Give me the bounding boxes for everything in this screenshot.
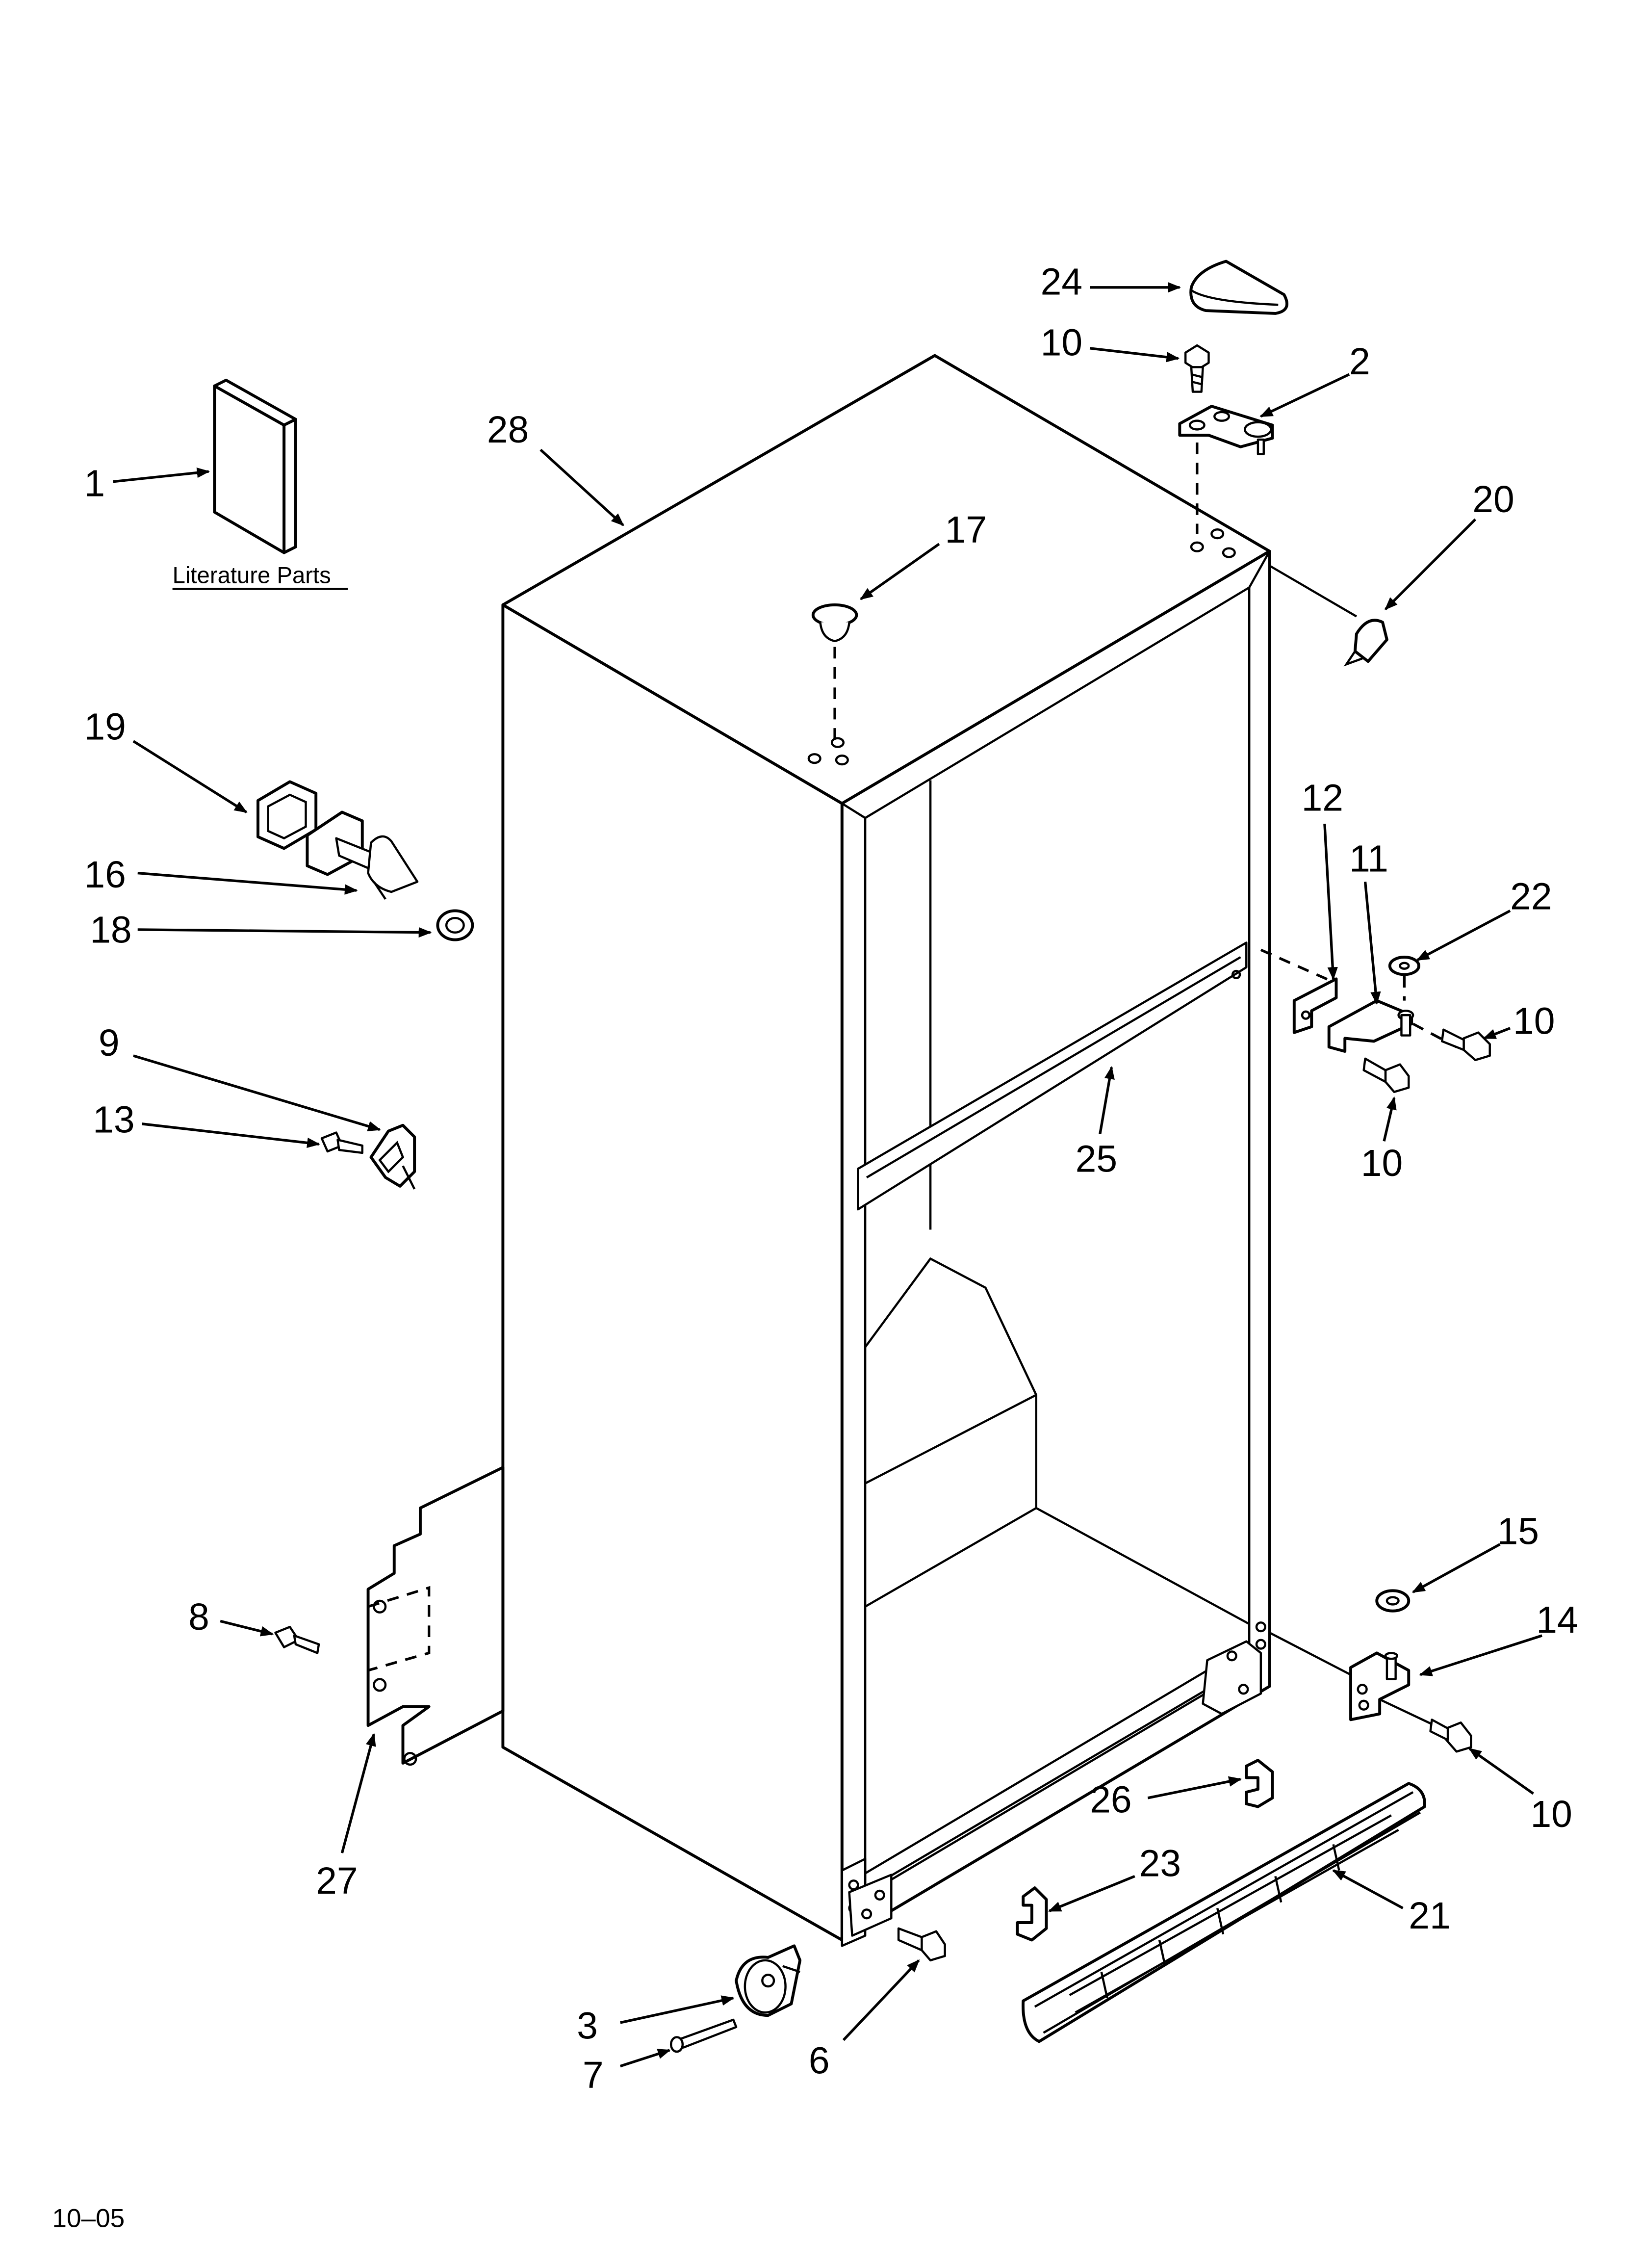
callout-24: 24: [1041, 261, 1082, 303]
callout-8: 8: [188, 1596, 209, 1638]
callout-18: 18: [90, 909, 131, 951]
callout-20: 20: [1472, 478, 1514, 521]
callout-6: 6: [809, 2039, 830, 2082]
door-clip: [369, 1123, 416, 1190]
back-plate-screw: [274, 1625, 320, 1654]
center-hinge-bracket: [1292, 977, 1338, 1034]
callout-25: 25: [1076, 1138, 1117, 1180]
literature-parts-label: Literature Parts: [173, 563, 331, 589]
callout-14: 14: [1536, 1599, 1578, 1641]
hinge-pin-cover: [1343, 619, 1388, 667]
callout-12: 12: [1302, 777, 1343, 819]
center-hinge: [1327, 999, 1414, 1053]
roller-wheel: [735, 1944, 802, 2017]
clip-screw: [320, 1131, 363, 1154]
footer-revision-code: 10–05: [52, 2204, 125, 2233]
top-plug: [811, 603, 858, 643]
top-hinge-screw: [1184, 344, 1210, 393]
back-plate: [366, 1466, 505, 1766]
roller-pin: [669, 2018, 738, 2053]
literature-book: [213, 378, 297, 554]
callout-9: 9: [99, 1022, 120, 1064]
callout-28: 28: [487, 409, 529, 451]
callout-10-mid-below: 10: [1361, 1142, 1403, 1184]
callout-10-mid-right: 10: [1513, 1000, 1555, 1043]
center-rail: [857, 941, 1248, 1211]
leader-lines: [113, 282, 1542, 2068]
base-grille: [1022, 1782, 1426, 2043]
callout-11: 11: [1349, 838, 1388, 880]
callout-1: 1: [84, 462, 105, 504]
handle-bracket: [306, 810, 419, 900]
bottom-hinge-washer: [1375, 1589, 1411, 1613]
grille-clip-right: [1245, 1759, 1274, 1808]
callout-23: 23: [1139, 1842, 1181, 1884]
callout-10-top: 10: [1041, 322, 1082, 364]
cabinet-body: [501, 354, 1271, 1947]
bottom-hinge: [1349, 1651, 1411, 1721]
callout-2: 2: [1349, 340, 1370, 383]
bushing: [436, 909, 474, 941]
center-hinge-washer: [1388, 956, 1420, 976]
center-hinge-screw-b: [1362, 1057, 1410, 1094]
callout-labels: 1 2 3 6 7 8 9 10 10 10 10 11 12 13 14 15…: [84, 261, 1578, 2096]
hinge-cover: [1189, 260, 1288, 315]
callout-3: 3: [577, 2005, 598, 2047]
callout-10-bottom: 10: [1530, 1793, 1572, 1835]
callout-15: 15: [1497, 1511, 1539, 1553]
grille-clip-left: [1016, 1886, 1048, 1942]
callout-17: 17: [945, 509, 987, 551]
callout-22: 22: [1510, 875, 1552, 917]
bottom-hinge-screw: [1429, 1719, 1472, 1753]
callout-19: 19: [84, 706, 126, 748]
callout-21: 21: [1409, 1895, 1450, 1937]
callout-16: 16: [84, 854, 126, 896]
leveling-screw: [897, 1927, 946, 1962]
callout-26: 26: [1090, 1778, 1131, 1821]
callout-13: 13: [93, 1099, 134, 1141]
callout-7: 7: [583, 2054, 604, 2096]
top-hinge: [1178, 405, 1274, 455]
center-hinge-screw-a: [1440, 1028, 1491, 1062]
callout-27: 27: [316, 1860, 358, 1902]
